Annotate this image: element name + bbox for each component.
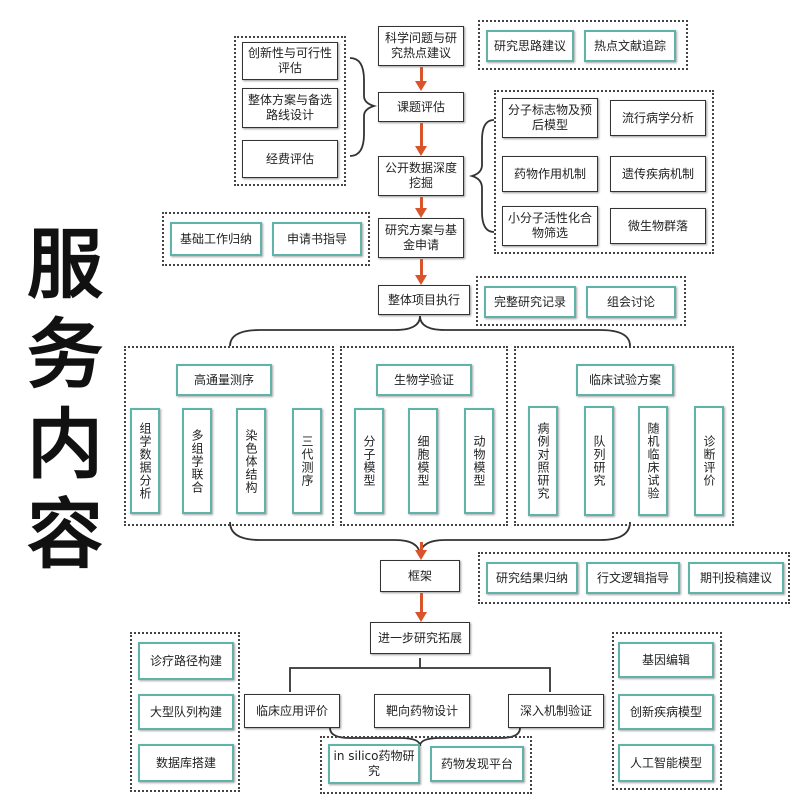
box-gene-editing: 基因编辑	[618, 642, 714, 678]
group-fund-left	[162, 212, 370, 266]
box-writing-logic: 行文逻辑指导	[586, 562, 680, 594]
group-framework-right	[478, 552, 790, 604]
box-clinical-eval: 临床应用评价	[244, 694, 340, 728]
box-journal-advice: 期刊投稿建议	[688, 562, 784, 594]
node-research-question: 科学问题与研究热点建议	[378, 26, 464, 66]
group-left-eval	[234, 36, 346, 186]
group-top-right	[478, 20, 688, 70]
node-public-data-mining: 公开数据深度挖掘	[378, 156, 464, 196]
brace-left-eval	[349, 57, 378, 157]
item-molecular-model: 分子模型	[354, 408, 384, 514]
box-targeted-drug: 靶向药物设计	[374, 694, 470, 728]
box-mechanism-validation: 深入机制验证	[508, 694, 604, 728]
group-insilico	[320, 736, 532, 794]
node-topic-evaluation: 课题评估	[378, 92, 464, 122]
box-treatment-path: 诊疗路径构建	[138, 642, 234, 680]
box-research-idea: 研究思路建议	[486, 30, 574, 62]
node-project-execution: 整体项目执行	[378, 285, 470, 315]
node-framework: 框架	[380, 560, 460, 592]
item-omics-analysis: 组学数据分析	[130, 408, 160, 514]
box-large-cohort: 大型队列构建	[138, 694, 234, 730]
item-case-control: 病例对照研究	[528, 406, 558, 516]
box-innovation: 创新性与可行性评估	[242, 42, 338, 80]
group-label-bio-validation: 生物学验证	[376, 364, 472, 396]
node-further-research: 进一步研究拓展	[370, 622, 470, 654]
box-drug-platform: 药物发现平台	[430, 746, 524, 782]
group-exec-right	[476, 276, 686, 326]
box-proposal-guide: 申请书指导	[272, 222, 362, 256]
box-genetic-mechanism: 遗传疾病机制	[610, 156, 706, 192]
item-cohort: 队列研究	[584, 406, 614, 516]
box-database: 数据库搭建	[138, 744, 234, 782]
title-char: 内	[27, 400, 103, 489]
node-research-plan: 研究方案与基金申请	[378, 218, 464, 258]
box-budget: 经费评估	[242, 140, 338, 178]
group-clinical-trial	[514, 346, 734, 526]
page-title: 服 务 内 容	[20, 220, 110, 580]
item-diagnostic: 诊断评价	[694, 406, 724, 516]
item-animal-model: 动物模型	[464, 408, 494, 514]
box-microbiome: 微生物群落	[610, 208, 706, 244]
box-group-meeting: 组会讨论	[586, 286, 676, 318]
title-char: 服	[27, 220, 103, 309]
box-groundwork: 基础工作归纳	[170, 222, 262, 256]
brace-groups-bottom	[229, 521, 631, 557]
group-label-clinical-trial: 临床试验方案	[576, 364, 674, 396]
box-epidemiology: 流行病学分析	[610, 100, 706, 136]
box-overall-plan: 整体方案与备选路线设计	[242, 88, 338, 128]
branch-ext	[289, 658, 551, 692]
item-cell-model: 细胞模型	[408, 408, 438, 514]
group-bio-validation	[340, 346, 508, 526]
item-chromatin: 染色体结构	[236, 408, 266, 514]
item-third-gen-seq: 三代测序	[292, 408, 322, 514]
box-hot-literature: 热点文献追踪	[584, 30, 676, 62]
box-biomarker: 分子标志物及预后模型	[502, 98, 598, 138]
box-small-molecule: 小分子活性化合物筛选	[502, 206, 598, 246]
title-char: 务	[27, 310, 103, 399]
box-ai-model: 人工智能模型	[618, 744, 714, 782]
box-drug-mechanism: 药物作用机制	[502, 156, 598, 192]
group-mining	[494, 90, 714, 254]
item-multi-omics: 多组学联合	[182, 408, 212, 514]
box-complete-record: 完整研究记录	[484, 286, 576, 318]
item-rct: 随机临床试验	[638, 406, 668, 516]
group-sequencing	[124, 346, 334, 526]
box-disease-model: 创新疾病模型	[618, 694, 714, 730]
group-right-ext	[612, 632, 722, 790]
group-label-sequencing: 高通量测序	[176, 364, 272, 396]
box-insilico: in silico药物研究	[328, 744, 420, 784]
brace-mining	[468, 119, 495, 233]
box-result-summary: 研究结果归纳	[486, 562, 578, 594]
group-left-ext	[130, 632, 240, 792]
brace-groups-top	[229, 315, 631, 347]
title-char: 容	[27, 490, 103, 579]
